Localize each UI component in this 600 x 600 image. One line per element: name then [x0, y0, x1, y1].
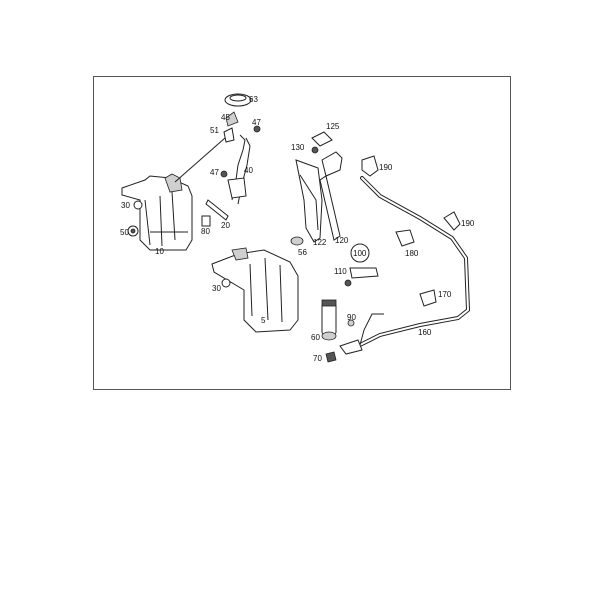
label-50: 50: [120, 228, 129, 237]
label-51: 51: [210, 126, 219, 135]
connector-110: [349, 267, 379, 279]
label-100: 100: [353, 249, 367, 258]
label-60: 60: [311, 333, 320, 342]
nozzle-connector: [339, 339, 363, 355]
grommet-90: [347, 319, 355, 327]
valve-190-upper: [361, 155, 379, 177]
valve-190-lower: [443, 211, 461, 231]
screw-47: [253, 125, 261, 133]
clip-125: [311, 131, 333, 147]
label-120: 120: [335, 236, 349, 245]
reservoir-10: [121, 173, 193, 251]
pump-60: [321, 299, 337, 341]
label-180: 180: [405, 249, 419, 258]
reservoir-5: [211, 247, 299, 333]
screw-47-lower: [220, 170, 228, 178]
bracket-120: [295, 159, 323, 243]
label-47-lower: 47: [210, 168, 219, 177]
label-63: 63: [249, 95, 258, 104]
grommet-80: [201, 215, 211, 227]
label-30-lower: 30: [212, 284, 221, 293]
bolt-30-lower: [221, 278, 231, 288]
label-47-upper: 47: [252, 118, 261, 127]
strap-20: [205, 199, 229, 221]
label-190-upper: 190: [379, 163, 393, 172]
seal-45: [225, 111, 239, 127]
label-10: 10: [155, 247, 164, 256]
label-170: 170: [438, 290, 452, 299]
label-90: 90: [347, 313, 356, 322]
clip-51: [223, 127, 235, 143]
label-110: 110: [334, 267, 347, 276]
label-20: 20: [221, 221, 230, 230]
label-122: 122: [313, 238, 327, 247]
label-30-upper: 30: [121, 201, 130, 210]
filter-70: [325, 351, 337, 363]
cap-63: [224, 93, 252, 107]
label-80: 80: [201, 227, 210, 236]
label-190-lower: 190: [461, 219, 475, 228]
valve-180: [395, 229, 415, 247]
callout-100: [350, 243, 370, 263]
pump-bracket: [227, 177, 247, 199]
label-70: 70: [313, 354, 322, 363]
label-56: 56: [298, 248, 307, 257]
bolt-30: [133, 200, 143, 210]
label-125: 125: [326, 122, 340, 131]
label-40: 40: [244, 166, 253, 175]
label-130: 130: [291, 143, 305, 152]
label-5: 5: [261, 316, 266, 325]
screw-130: [311, 146, 319, 154]
grommet-56: [290, 236, 304, 246]
label-45: 45: [221, 113, 230, 122]
clip-170: [419, 289, 437, 307]
label-160: 160: [418, 328, 432, 337]
